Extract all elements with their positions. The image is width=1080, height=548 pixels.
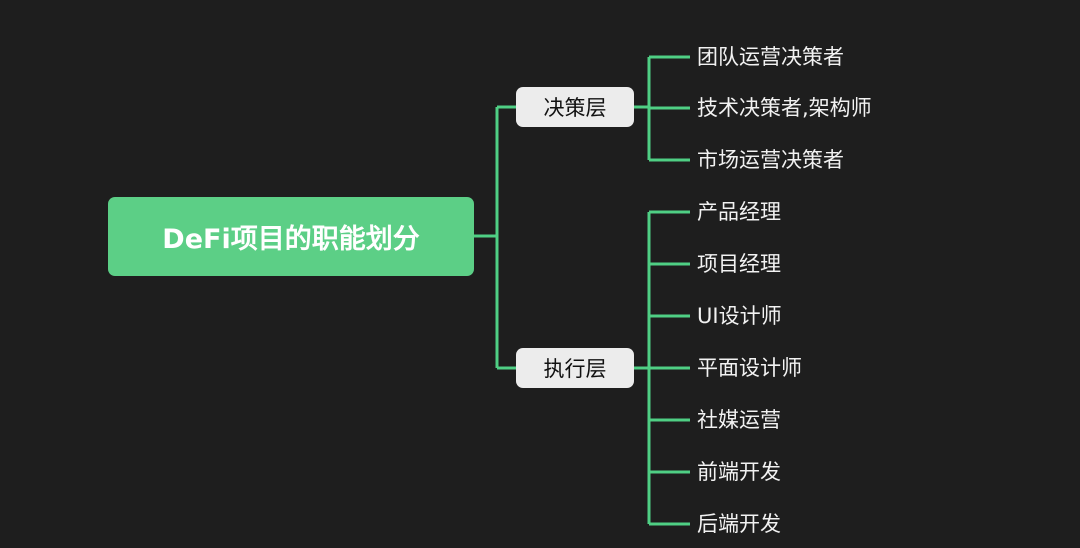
leaf-node[interactable]: 平面设计师 bbox=[697, 356, 802, 380]
branch-node-decision[interactable]: 决策层 bbox=[516, 87, 634, 127]
leaf-node[interactable]: 市场运营决策者 bbox=[697, 148, 844, 172]
leaf-node[interactable]: 产品经理 bbox=[697, 200, 781, 224]
branch-node-execution[interactable]: 执行层 bbox=[516, 348, 634, 388]
leaf-node[interactable]: 团队运营决策者 bbox=[697, 45, 844, 69]
root-node[interactable]: DeFi项目的职能划分 bbox=[108, 197, 474, 276]
leaf-node[interactable]: 前端开发 bbox=[697, 460, 781, 484]
leaf-node[interactable]: 后端开发 bbox=[697, 512, 781, 536]
leaf-node[interactable]: 社媒运营 bbox=[697, 408, 781, 432]
leaf-node[interactable]: UI设计师 bbox=[697, 304, 782, 328]
leaf-node[interactable]: 项目经理 bbox=[697, 252, 781, 276]
leaf-node[interactable]: 技术决策者,架构师 bbox=[697, 96, 872, 120]
